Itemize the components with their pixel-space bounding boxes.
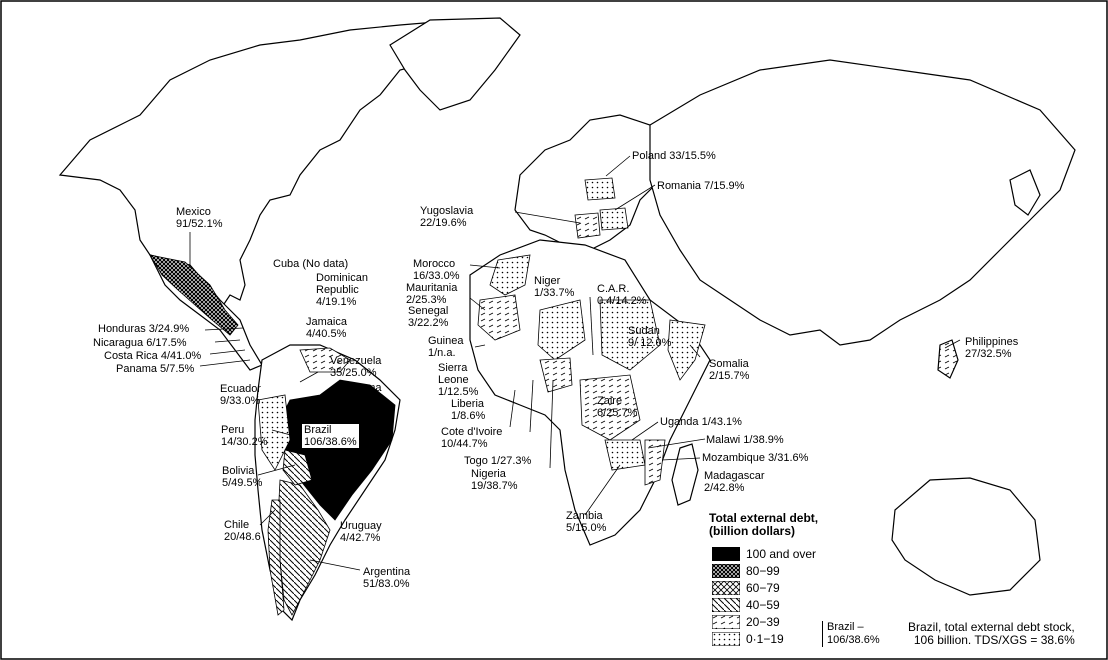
nigeria-shape	[539, 357, 573, 393]
leader-lines	[189, 155, 961, 571]
australia-outline	[891, 477, 1041, 596]
label-nicaragua: Nicaragua 6/17.5%	[93, 337, 187, 349]
niger-shape	[537, 299, 586, 361]
label-poland: Poland 33/15.5%	[632, 150, 716, 162]
mozambique-shape	[644, 439, 666, 486]
legend-item-80-99: 80−99	[712, 563, 780, 579]
japan-outline	[1009, 169, 1041, 216]
label-uganda: Uganda 1/43.1%	[660, 416, 742, 428]
yugoslavia-shape	[574, 212, 601, 239]
romania-shape	[599, 207, 629, 231]
somalia-shape	[667, 319, 706, 381]
label-cuba: Cuba (No data)	[273, 258, 349, 270]
label-costa-rica: Costa Rica 4/41.0%	[104, 350, 202, 362]
legend-swatch	[712, 564, 740, 578]
legend-item-100-plus: 100 and over	[712, 546, 816, 562]
philippines-outline	[937, 339, 959, 379]
label-honduras: Honduras 3/24.9%	[98, 323, 190, 335]
label-romania: Romania 7/15.9%	[657, 180, 745, 192]
legend-item-40-59: 40−59	[712, 597, 780, 613]
venezuela-shape	[299, 347, 351, 373]
legend-swatch	[712, 547, 740, 561]
legend-swatch	[712, 581, 740, 595]
chile-shape	[267, 499, 285, 616]
label-malawi: Malawi 1/38.9%	[706, 434, 784, 446]
legend-item-60-79: 60−79	[712, 580, 780, 596]
label-car: C.A.R.0.4/14.2%	[597, 283, 647, 307]
label-togo: Togo 1/27.3%	[464, 455, 532, 467]
key-note-left: Brazil – 106/38.6%	[822, 621, 880, 647]
peru-shape	[257, 394, 291, 471]
legend-item-20-39: 20−39	[712, 614, 780, 630]
zambia-shape	[604, 439, 646, 471]
legend-item-0-19: 0·1−19	[712, 631, 784, 647]
asia-outline	[649, 59, 1076, 346]
greenland-outline	[389, 17, 521, 111]
bolivia-shape	[282, 449, 313, 486]
poland-shape	[584, 177, 616, 201]
key-note-right: Brazil, total external debt stock, 106 b…	[908, 620, 1075, 647]
legend-title: Total external debt, (billion dollars)	[709, 511, 819, 538]
legend-swatch	[712, 615, 740, 629]
label-mozambique: Mozambique 3/31.6%	[702, 452, 809, 464]
legend-swatch	[712, 598, 740, 612]
sudan-shape	[599, 299, 661, 371]
mauritania-shape	[477, 294, 521, 341]
morocco-shape	[489, 254, 531, 296]
mexico-shape	[149, 254, 239, 336]
zaire-shape	[579, 374, 641, 441]
debtor-country-fills	[149, 177, 706, 616]
label-panama: Panama 5/7.5%	[116, 363, 195, 375]
legend-swatch	[712, 632, 740, 646]
